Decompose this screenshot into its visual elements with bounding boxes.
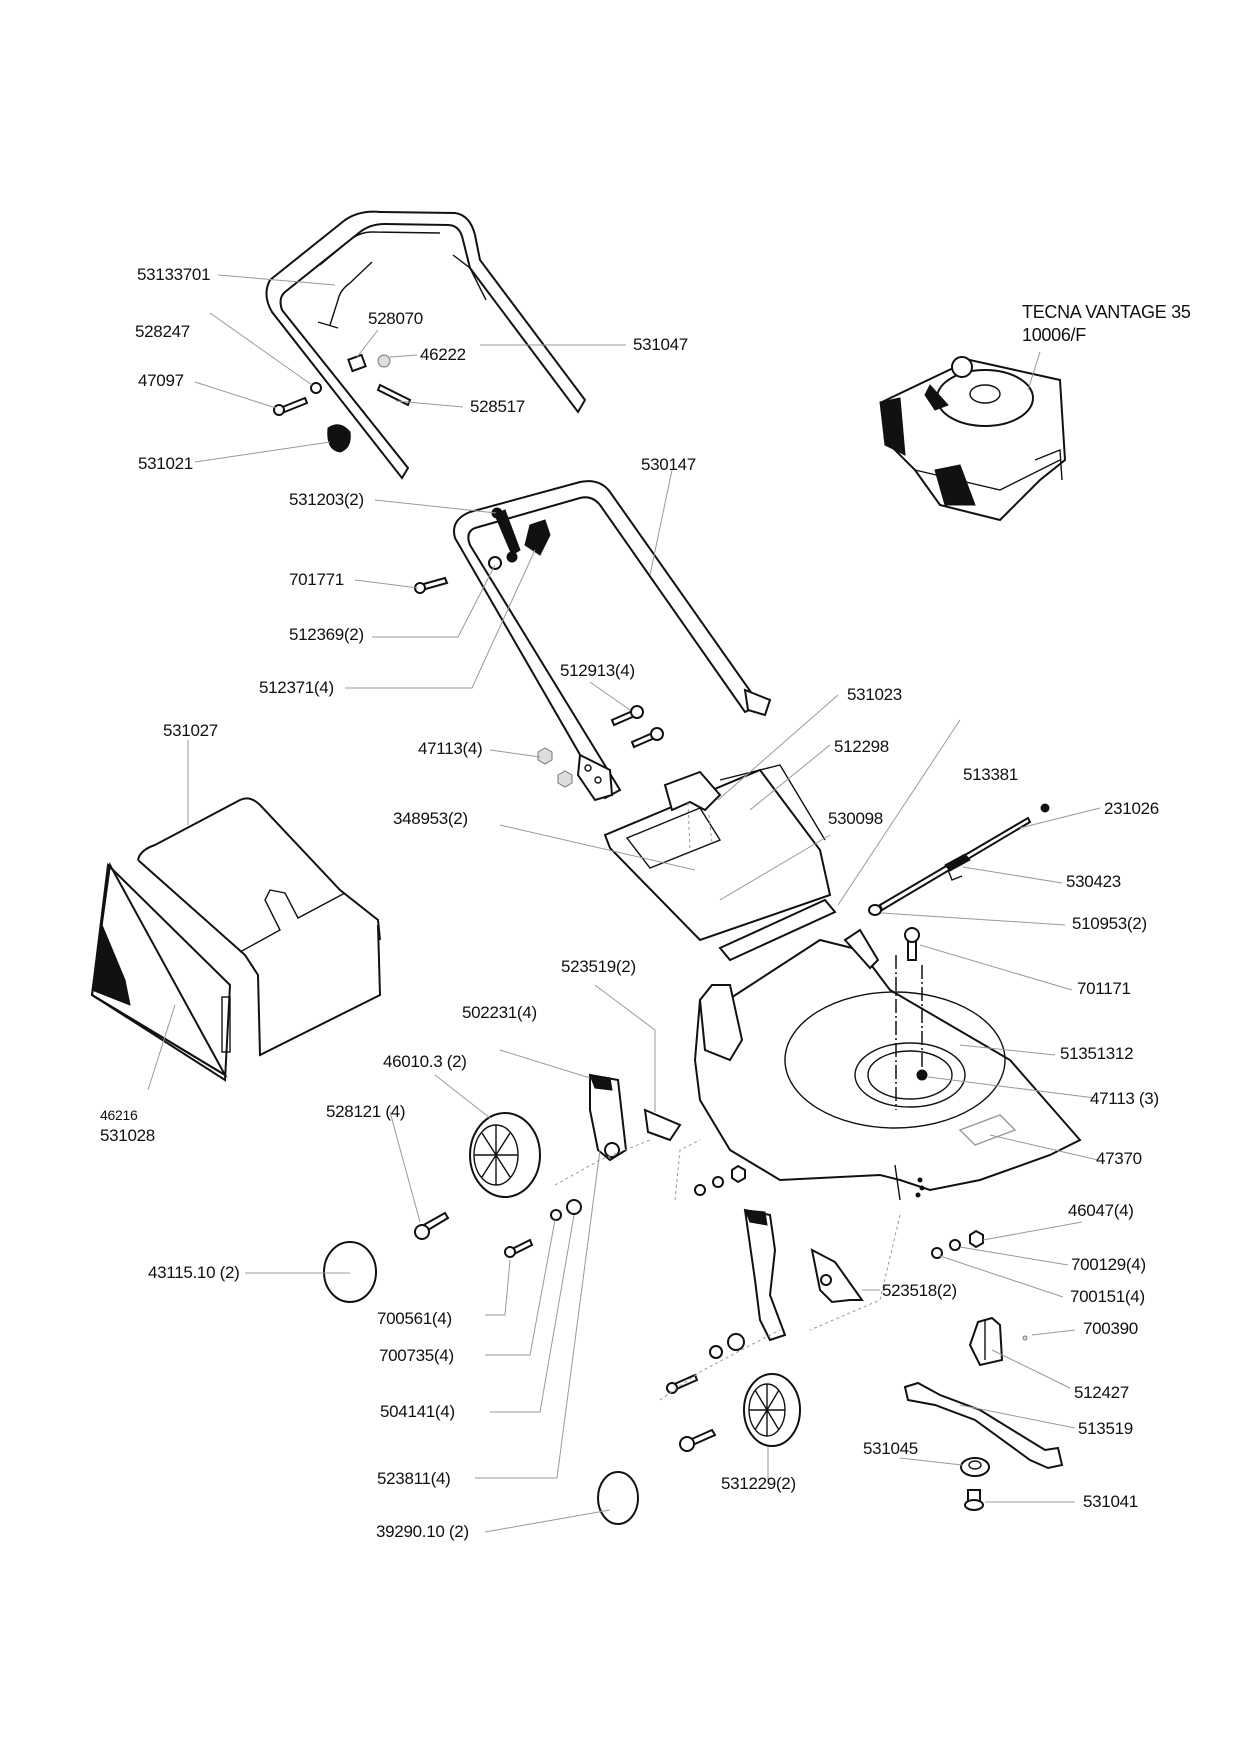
part-label-502231: 502231(4) bbox=[462, 1003, 537, 1022]
part-label-700129: 700129(4) bbox=[1071, 1255, 1146, 1274]
part-label-47113-4: 47113(4) bbox=[418, 739, 483, 758]
engine-code-label: 10006/F bbox=[1022, 325, 1086, 345]
part-label-528247: 528247 bbox=[135, 322, 190, 341]
part-label-531041: 531041 bbox=[1083, 1492, 1138, 1511]
part-label-523811: 523811(4) bbox=[377, 1469, 451, 1488]
part-label-513519: 513519 bbox=[1078, 1419, 1133, 1438]
part-label-46010-3: 46010.3 (2) bbox=[383, 1052, 467, 1071]
part-label-47370: 47370 bbox=[1096, 1149, 1142, 1168]
part-label-531229: 531229(2) bbox=[721, 1474, 796, 1493]
part-label-528517: 528517 bbox=[470, 397, 525, 416]
part-label-531021: 531021 bbox=[138, 454, 193, 473]
part-label-47097: 47097 bbox=[138, 371, 184, 390]
rear-wheel-assembly bbox=[245, 984, 682, 1479]
part-label-531027: 531027 bbox=[163, 721, 218, 740]
part-label-512298: 512298 bbox=[834, 737, 889, 756]
part-label-51351312: 51351312 bbox=[1060, 1044, 1134, 1063]
part-label-513381: 513381 bbox=[963, 765, 1018, 784]
blade-assembly bbox=[899, 1316, 1076, 1511]
part-label-700390: 700390 bbox=[1083, 1319, 1138, 1338]
part-label-700561: 700561(4) bbox=[377, 1309, 452, 1328]
upper-handle bbox=[217, 210, 626, 480]
part-label-531047: 531047 bbox=[633, 335, 688, 354]
part-label-530098: 530098 bbox=[828, 809, 883, 828]
part-label-701171: 701171 bbox=[1077, 979, 1131, 998]
part-label-700151: 700151(4) bbox=[1070, 1287, 1145, 1306]
part-label-46047: 46047(4) bbox=[1068, 1201, 1134, 1220]
part-label-510953: 510953(2) bbox=[1072, 914, 1147, 933]
part-label-528070: 528070 bbox=[368, 309, 423, 328]
part-label-512913: 512913(4) bbox=[560, 661, 635, 680]
part-label-512369: 512369(2) bbox=[289, 625, 364, 644]
deck-hardware bbox=[674, 1139, 1083, 1331]
part-label-531028: 531028 bbox=[100, 1126, 155, 1145]
part-label-700735: 700735(4) bbox=[379, 1346, 454, 1365]
rear-cover bbox=[499, 694, 839, 962]
grass-bag bbox=[90, 740, 382, 1091]
part-label-39290-10: 39290.10 (2) bbox=[376, 1522, 469, 1541]
part-label-531023: 531023 bbox=[847, 685, 902, 704]
lower-handle bbox=[345, 469, 772, 802]
part-label-504141: 504141(4) bbox=[380, 1402, 455, 1421]
part-label-348953: 348953(2) bbox=[393, 809, 468, 828]
part-label-528121: 528121 (4) bbox=[326, 1102, 406, 1121]
part-label-531045: 531045 bbox=[863, 1439, 918, 1458]
part-label-523518: 523518(2) bbox=[882, 1281, 957, 1300]
part-label-47113-3: 47113 (3) bbox=[1090, 1089, 1159, 1108]
part-label-43115-10: 43115.10 (2) bbox=[148, 1263, 240, 1282]
part-label-523519: 523519(2) bbox=[561, 957, 636, 976]
engine bbox=[879, 351, 1067, 522]
part-label-530147: 530147 bbox=[641, 455, 696, 474]
part-label-46216: 46216 bbox=[100, 1107, 138, 1123]
hinge-rod-assembly bbox=[837, 719, 1101, 991]
handle-bolts bbox=[489, 681, 664, 788]
engine-model-label: TECNA VANTAGE 35 bbox=[1022, 302, 1191, 322]
front-wheel-assembly bbox=[484, 1208, 880, 1533]
part-label-512371: 512371(4) bbox=[259, 678, 334, 697]
mower-deck bbox=[693, 928, 1099, 1201]
part-label-46222: 46222 bbox=[420, 345, 466, 364]
part-label-231026: 231026 bbox=[1104, 799, 1159, 818]
part-label-530423: 530423 bbox=[1066, 872, 1121, 891]
part-label-512427: 512427 bbox=[1074, 1383, 1129, 1402]
part-label-701771: 701771 bbox=[289, 570, 344, 589]
part-label-53133701: 53133701 bbox=[137, 265, 211, 284]
part-label-531203: 531203(2) bbox=[289, 490, 364, 509]
handle-hardware bbox=[194, 312, 464, 463]
